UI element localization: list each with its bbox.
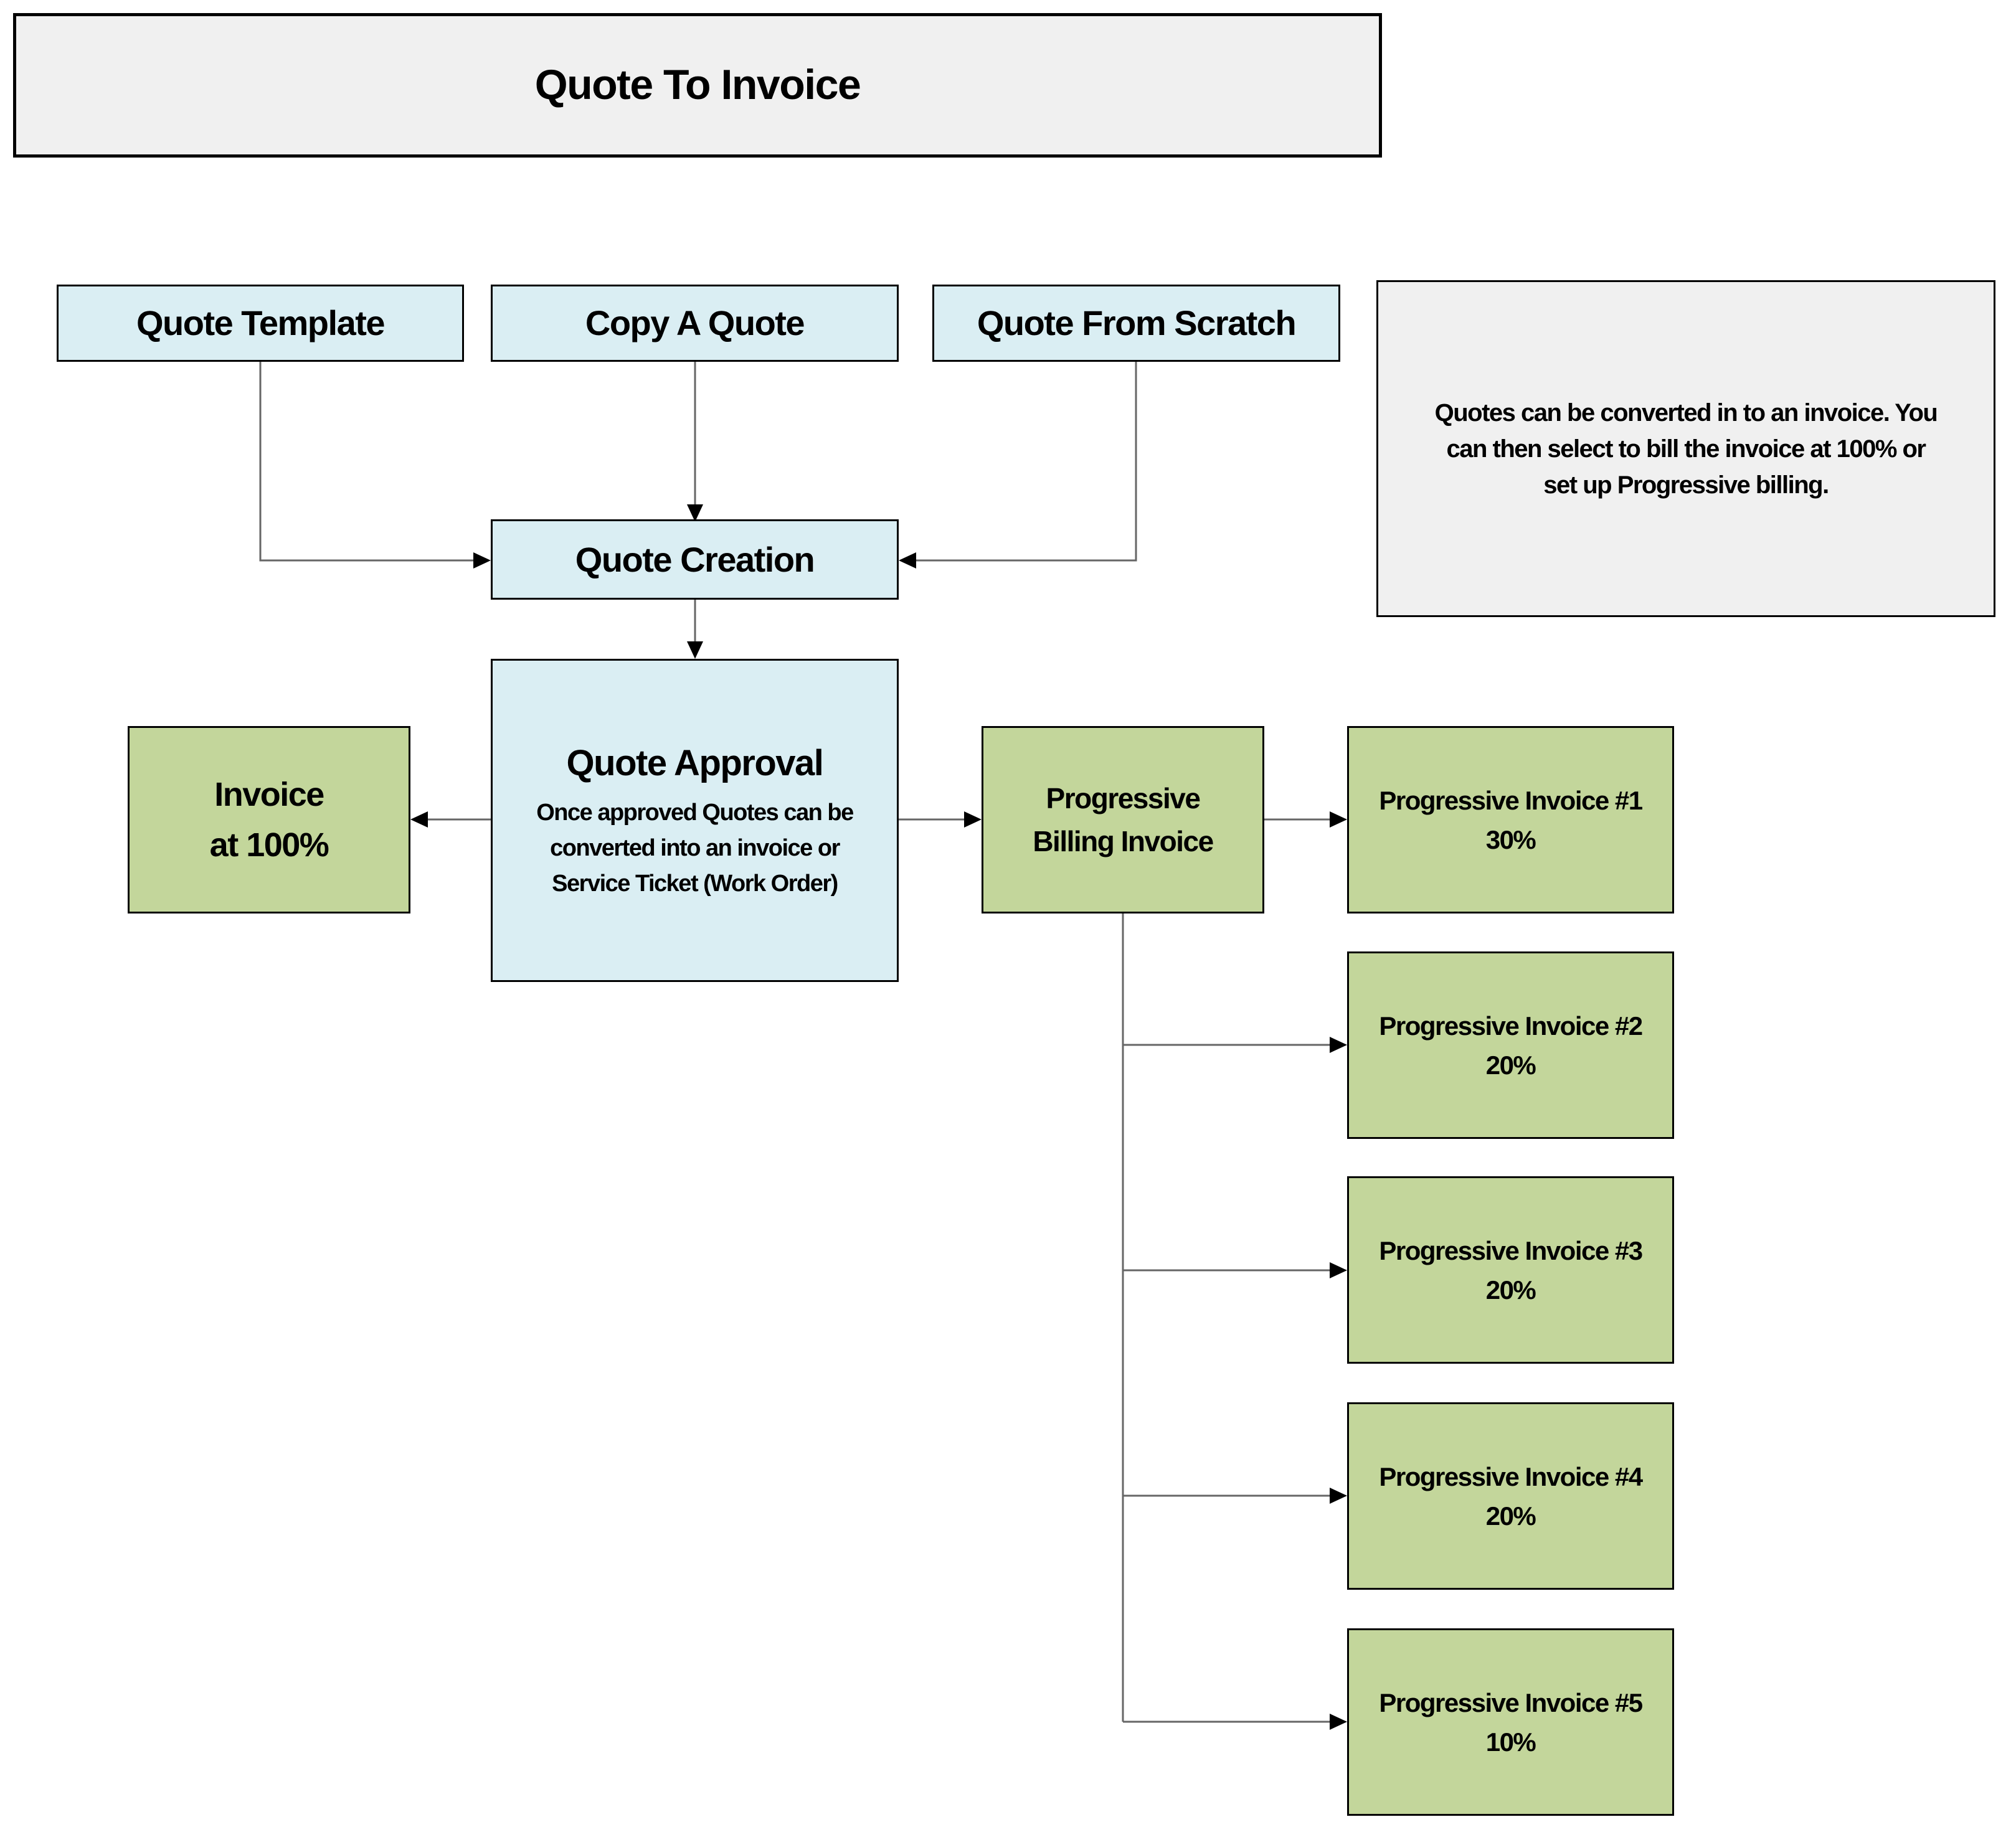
node-label: Quote Template: [136, 303, 386, 343]
arrowhead-into-progressive-invoice-1: [1330, 811, 1347, 828]
node-label: Copy A Quote: [585, 303, 805, 343]
node-progressive-billing-invoice: Progressive Billing Invoice: [982, 726, 1264, 913]
node-progressive-invoice-2: Progressive Invoice #2 20%: [1347, 951, 1674, 1139]
arrowhead-into-quote-creation-top: [687, 504, 703, 522]
node-label: Invoice at 100%: [209, 775, 329, 864]
arrowhead-into-progressive-invoice-2: [1330, 1037, 1347, 1053]
node-progressive-invoice-5: Progressive Invoice #5 10%: [1347, 1628, 1674, 1816]
arrowhead-into-progressive-invoice-3: [1330, 1262, 1347, 1278]
node-percent: 30%: [1485, 824, 1536, 854]
arrowhead-into-quote-creation-left: [473, 552, 491, 569]
note-box: Quotes can be converted in to an invoice…: [1376, 280, 1995, 617]
node-progressive-invoice-1: Progressive Invoice #1 30%: [1347, 726, 1674, 913]
node-label: Progressive Invoice #1: [1379, 785, 1643, 815]
node-label: Quote From Scratch: [977, 303, 1297, 343]
note-text: Quotes can be converted in to an invoice…: [1434, 399, 1938, 499]
arrowhead-into-invoice-100: [410, 811, 428, 828]
node-label: Progressive Invoice #5: [1379, 1687, 1643, 1717]
arrowhead-into-progressive-invoice-5: [1330, 1714, 1347, 1730]
diagram-title-box: Quote To Invoice: [13, 13, 1382, 158]
node-label: Quote Creation: [575, 539, 815, 579]
node-percent: 20%: [1485, 1501, 1536, 1531]
node-invoice-at-100: Invoice at 100%: [128, 726, 410, 913]
arrowhead-into-quote-approval-top: [687, 641, 703, 659]
connector-quote-template-to-quote-creation: [259, 362, 476, 562]
node-percent: 20%: [1485, 1050, 1536, 1080]
node-progressive-invoice-4: Progressive Invoice #4 20%: [1347, 1402, 1674, 1590]
node-label: Progressive Invoice #2: [1379, 1011, 1643, 1041]
node-progressive-invoice-3: Progressive Invoice #3 20%: [1347, 1176, 1674, 1364]
node-label: Progressive Invoice #3: [1379, 1235, 1643, 1265]
node-label: Quote Approval: [566, 742, 824, 783]
arrowhead-into-quote-creation-right: [899, 552, 916, 569]
node-label: Progressive Billing Invoice: [1033, 781, 1214, 857]
node-quote-from-scratch: Quote From Scratch: [932, 285, 1340, 362]
node-label: Progressive Invoice #4: [1379, 1461, 1643, 1491]
arrowhead-into-progressive-invoice-4: [1330, 1488, 1347, 1504]
node-percent: 20%: [1485, 1275, 1536, 1305]
node-percent: 10%: [1485, 1727, 1536, 1757]
node-quote-creation: Quote Creation: [491, 519, 899, 600]
node-quote-template: Quote Template: [57, 285, 464, 362]
diagram-title: Quote To Invoice: [534, 61, 861, 109]
node-quote-approval: Quote Approval Once approved Quotes can …: [491, 659, 899, 982]
arrowhead-into-progressive-billing: [964, 811, 982, 828]
node-copy-a-quote: Copy A Quote: [491, 285, 899, 362]
connector-quote-from-scratch-to-quote-creation: [914, 362, 1137, 562]
node-description: Once approved Quotes can be converted in…: [536, 800, 854, 897]
